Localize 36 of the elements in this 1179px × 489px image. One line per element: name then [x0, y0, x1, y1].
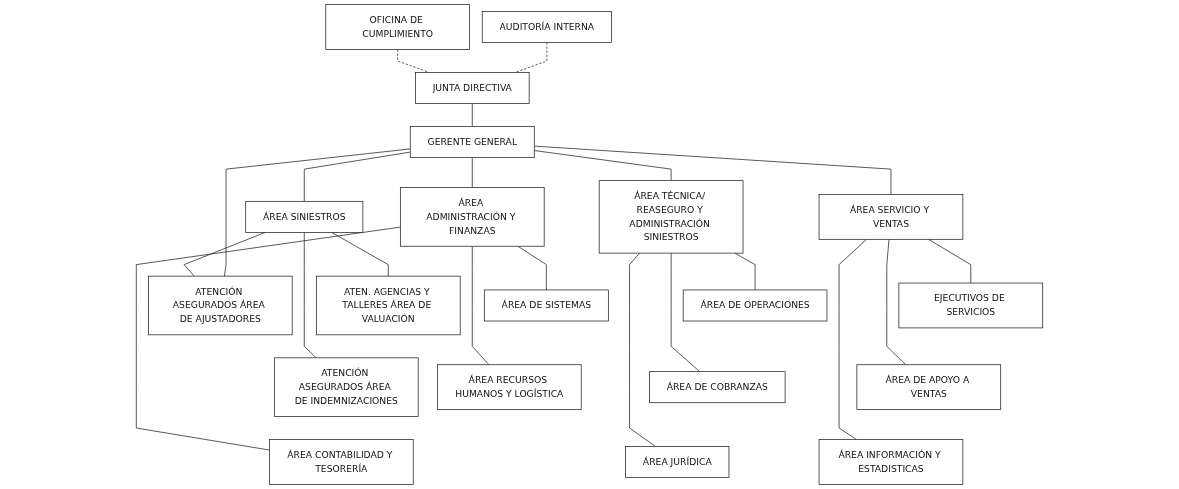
node-box: ÁREA INFORMACIÓN Y ESTADISTICAS — [818, 439, 964, 485]
node-box: AUDITORÍA INTERNA — [481, 11, 612, 43]
connector — [135, 226, 401, 451]
node-box: ÁREA DE COBRANZAS — [649, 371, 786, 404]
connector — [471, 245, 490, 366]
node-box: ÁREA CONTABILIDAD Y TESORERÍA — [269, 439, 414, 485]
node-box: ÁREA ADMINISTRACIÓN Y FINANZAS — [400, 187, 545, 247]
node-box: OFICINA DE CUMPLIMIENTO — [325, 4, 470, 50]
node-box: EJECUTIVOS DE SERVICIOS — [898, 282, 1044, 329]
connector — [303, 232, 317, 359]
node-box: ATENCIÓN ASEGURADOS ÁREA DE INDEMNIZACIONES — [274, 357, 419, 417]
node-box: ÁREA DE OPERACIONES — [682, 289, 828, 322]
connector — [886, 238, 907, 366]
connector — [224, 148, 411, 277]
node-box: GERENTE GENERAL — [409, 126, 535, 158]
node-box: ATEN. AGENCIAS Y TALLERES ÁREA DE VALUACIÓN — [316, 275, 461, 336]
node-box: ÁREA SERVICIO Y VENTAS — [818, 194, 964, 240]
connector — [838, 238, 867, 440]
node-box: ATENCIÓN ASEGURADOS ÁREA DE AJUSTADORES — [148, 275, 293, 336]
connector — [670, 252, 701, 372]
node-box: ÁREA TÉCNICA/ REASEGURO Y ADMINISTRACIÓN SINIESTROS — [598, 180, 744, 254]
node-box: ÁREA DE SISTEMAS — [483, 289, 609, 322]
connector — [533, 150, 672, 181]
node-box: JUNTA DIRECTIVA — [415, 72, 530, 104]
connector — [303, 151, 411, 202]
node-box: ÁREA RECURSOS HUMANOS Y LOGÍSTICA — [437, 364, 582, 410]
connector — [928, 238, 972, 284]
node-box: ÁREA JURÍDICA — [625, 446, 730, 478]
node-box: ÁREA DE APOYO A VENTAS — [856, 364, 1002, 410]
connector — [533, 145, 892, 195]
connector — [471, 157, 473, 188]
connector — [629, 252, 656, 447]
connector — [331, 232, 389, 277]
connector — [397, 49, 430, 73]
connector — [471, 103, 473, 127]
node-box: ÁREA SINIESTROS — [245, 200, 364, 233]
